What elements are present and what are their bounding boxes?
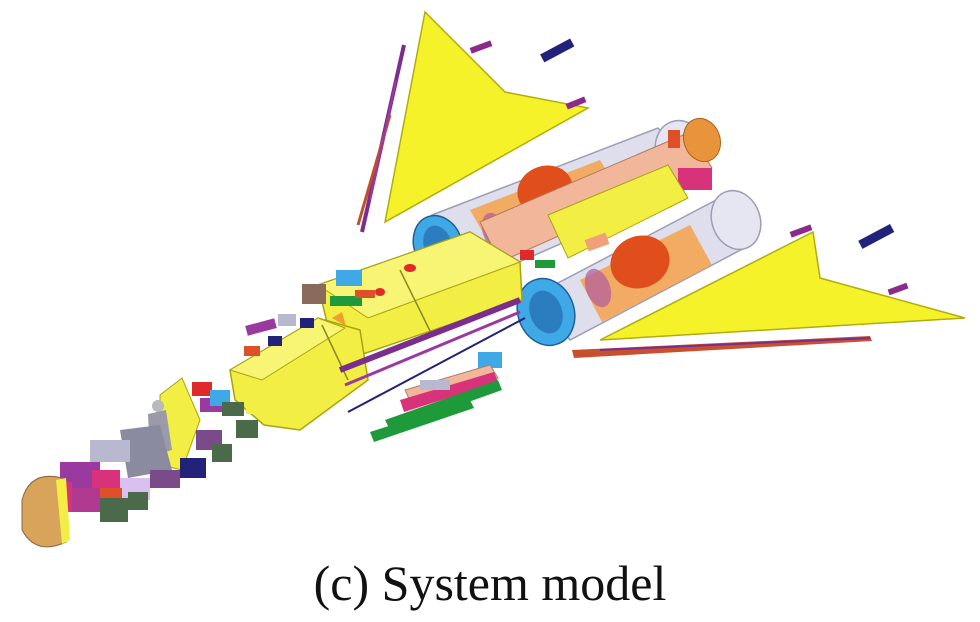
exploded-aircraft-diagram [21, 10, 966, 548]
left-wing [356, 10, 591, 233]
avionics-bay [245, 270, 375, 336]
engine-lower [516, 189, 762, 347]
fuel-systems [338, 297, 526, 442]
landing-gear-parts [244, 318, 314, 356]
forward-fuselage [228, 312, 369, 431]
right-wing [572, 224, 966, 358]
figure-caption: (c) System model [313, 555, 667, 611]
cockpit-with-pilot [90, 377, 260, 500]
nose-cone [21, 462, 148, 548]
